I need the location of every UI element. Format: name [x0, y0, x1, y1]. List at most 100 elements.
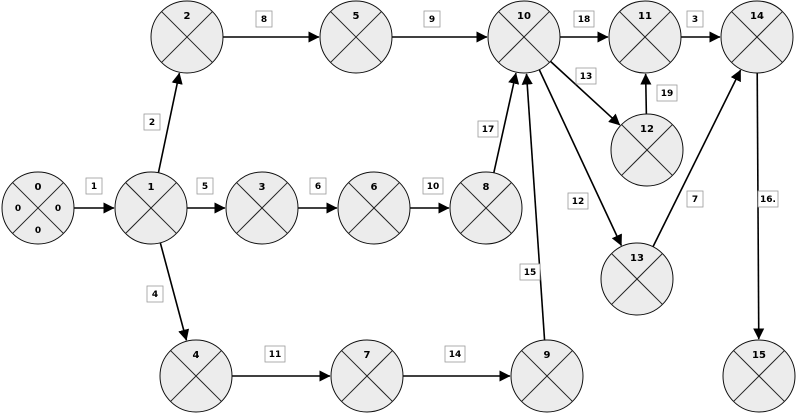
edge-8-10 — [493, 72, 520, 174]
edge-label-box — [85, 177, 103, 195]
edge-label-10-13: 12 — [567, 192, 589, 210]
edge-label-box — [757, 190, 779, 208]
edge-label-box — [686, 190, 704, 208]
edge-label-text: 11 — [269, 350, 282, 360]
edge-label-text: 13 — [580, 72, 593, 82]
edge-label-text: 4 — [152, 290, 158, 300]
node-id-label: 10 — [517, 11, 531, 22]
node-7: 7 — [330, 339, 404, 413]
edge-label-text: 3 — [692, 15, 698, 25]
node-11: 11 — [608, 0, 682, 74]
node-cross-line — [341, 350, 393, 402]
node-2: 2 — [150, 0, 224, 74]
node-id-label: 14 — [750, 11, 764, 22]
node-3: 3 — [225, 171, 299, 245]
edge-label-2-5: 8 — [255, 10, 273, 28]
node-cross-line — [170, 350, 222, 402]
edge-label-text: 8 — [261, 15, 267, 25]
node-cross-line — [521, 350, 573, 402]
edge-label-8-10: 17 — [477, 120, 499, 138]
edge-label-box — [686, 10, 704, 28]
node-cross-line — [611, 253, 663, 305]
node-id-label: 9 — [544, 350, 551, 361]
edge-label-0-1: 1 — [85, 177, 103, 195]
edge-label-10-11: 18 — [573, 10, 595, 28]
node-cross-line — [330, 11, 382, 63]
edge-label-box — [422, 177, 444, 195]
node-value: 0 — [55, 204, 61, 214]
edge-label-7-9: 14 — [444, 345, 466, 363]
node-cross-line — [733, 350, 785, 402]
edge-label-4-7: 11 — [264, 345, 286, 363]
edge-label-text: 1 — [91, 182, 97, 192]
node-9: 9 — [510, 339, 584, 413]
edge-label-text: 5 — [202, 182, 208, 192]
edge-10-13 — [538, 69, 623, 246]
edge-label-box — [423, 10, 441, 28]
node-4: 4 — [159, 339, 233, 413]
node-cross-line — [498, 11, 550, 63]
edge-label-box — [143, 113, 161, 131]
node-id-label: 13 — [630, 253, 644, 264]
edge-label-text: 18 — [578, 15, 591, 25]
edge-label-text: 9 — [429, 15, 435, 25]
edge-label-text: 17 — [482, 125, 495, 135]
edge-label-text: 19 — [661, 89, 674, 99]
node-cross-line — [125, 182, 177, 234]
node-id-label: 5 — [353, 11, 360, 22]
node-15: 15 — [722, 339, 796, 413]
edge-label-text: 7 — [692, 195, 698, 205]
edge-label-14-15: 16. — [757, 190, 779, 208]
node-cross-line — [621, 124, 673, 176]
edge-label-box — [477, 120, 499, 138]
edge-label-box — [656, 84, 678, 102]
edge-label-box — [519, 263, 541, 281]
node-cross-line — [460, 182, 512, 234]
edge-label-box — [196, 177, 214, 195]
edge-label-box — [573, 10, 595, 28]
edge-label-box — [309, 177, 327, 195]
edge-1-2 — [157, 72, 183, 173]
edge-label-text: 2 — [149, 118, 155, 128]
edge-label-9-10: 15 — [519, 263, 541, 281]
edge-label-text: 14 — [449, 350, 462, 360]
edge-label-text: 16. — [760, 195, 776, 205]
edge-label-box — [575, 67, 597, 85]
edge-1-4 — [159, 242, 190, 341]
edge-12-11 — [640, 73, 652, 115]
node-cross-line — [731, 11, 783, 63]
node-value: 0 — [35, 226, 41, 236]
node-id-label: 1 — [148, 182, 155, 193]
edge-label-text: 12 — [572, 197, 585, 207]
node-cross-line — [12, 182, 64, 234]
node-10: 10 — [487, 0, 561, 74]
node-0: 0 0 0 0 — [1, 171, 75, 245]
edge-label-10-12: 13 — [575, 67, 597, 85]
node-id-label: 12 — [640, 124, 654, 135]
edge-label-box — [444, 345, 466, 363]
node-cross-line — [348, 182, 400, 234]
edge-label-3-6: 6 — [309, 177, 327, 195]
node-cross-line — [619, 11, 671, 63]
edges-layer — [74, 31, 765, 382]
node-14: 14 — [720, 0, 794, 74]
edge-10-12 — [549, 60, 621, 126]
node-id-label: 4 — [193, 350, 200, 361]
edge-label-11-14: 3 — [686, 10, 704, 28]
node-id-label: 8 — [483, 182, 490, 193]
node-id-label: 3 — [259, 182, 266, 193]
node-value: 0 — [15, 204, 21, 214]
node-12: 12 — [610, 113, 684, 187]
edge-label-13-14: 7 — [686, 190, 704, 208]
edge-label-text: 15 — [524, 268, 537, 278]
node-5: 5 — [319, 0, 393, 74]
node-id-label: 0 — [35, 182, 42, 193]
edge-label-box — [255, 10, 273, 28]
node-6: 6 — [337, 171, 411, 245]
node-id-label: 11 — [638, 11, 652, 22]
edge-9-10 — [521, 73, 546, 341]
edge-label-text: 6 — [315, 182, 321, 192]
